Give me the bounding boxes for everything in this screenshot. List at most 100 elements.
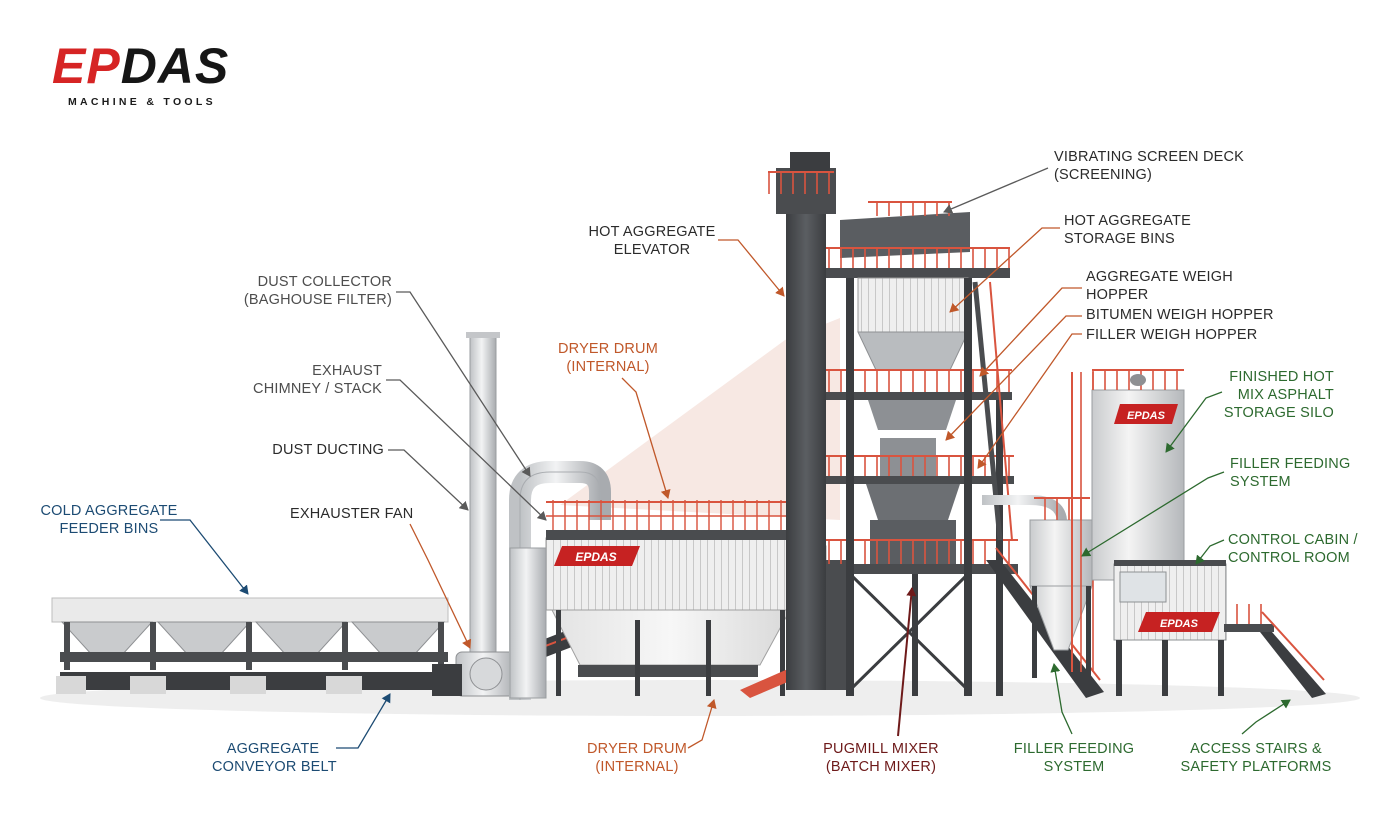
label-dust-collector: DUST COLLECTOR (BAGHOUSE FILTER) — [230, 273, 392, 309]
label-line: DUST DUCTING — [272, 442, 384, 458]
label-line: CONTROL ROOM — [1228, 550, 1350, 566]
label-line: CONVEYOR BELT — [212, 759, 337, 775]
label-filler-feeding-right: FILLER FEEDING SYSTEM — [1230, 455, 1350, 491]
label-bitumen-weigh: BITUMEN WEIGH HOPPER — [1086, 306, 1274, 324]
label-vibrating-screen: VIBRATING SCREEN DECK (SCREENING) — [1054, 148, 1244, 184]
label-line: DRYER DRUM — [557, 341, 659, 357]
label-line: SYSTEM — [1230, 474, 1291, 490]
label-line: FEEDER BINS — [59, 521, 159, 537]
label-line: ELEVATOR — [613, 242, 691, 258]
leader-agg-weigh — [979, 287, 1082, 377]
badge-baghouse: EPDAS — [554, 546, 640, 566]
label-conveyor-belt: AGGREGATE CONVEYOR BELT — [212, 740, 337, 776]
label-line: STORAGE SILO — [1223, 405, 1334, 421]
leader-dryer-bottom — [687, 699, 717, 749]
leader-control-cabin — [1195, 539, 1225, 565]
badge-baghouse-text: EPDAS — [575, 550, 616, 564]
badge-cabin-text: EPDAS — [1160, 618, 1199, 630]
label-line: AGGREGATE WEIGH — [1086, 269, 1233, 285]
label-line: CONTROL CABIN / — [1228, 532, 1358, 548]
epdas-logo: EPDAS MACHINE & TOOLS — [52, 40, 272, 110]
label-finished-silo: FINISHED HOT MIX ASPHALT STORAGE SILO — [1206, 368, 1334, 422]
leader-conveyor-belt — [336, 693, 391, 749]
label-line: VIBRATING SCREEN DECK — [1054, 149, 1245, 165]
label-line: PUGMILL MIXER — [823, 741, 939, 757]
leader-vibrating-screen — [943, 167, 1049, 214]
badge-silo-text: EPDAS — [1127, 410, 1166, 422]
label-dryer-drum-bottom: DRYER DRUM (INTERNAL) — [578, 740, 696, 776]
label-line: SAFETY PLATFORMS — [1180, 759, 1332, 775]
label-line: FILLER FEEDING — [1013, 741, 1135, 757]
label-line: DRYER DRUM — [586, 741, 688, 757]
leader-filler-weigh — [977, 333, 1082, 469]
chimney-cap — [466, 332, 500, 338]
label-line: SYSTEM — [1043, 759, 1105, 775]
label-line: (BAGHOUSE FILTER) — [243, 292, 392, 308]
label-line: (INTERNAL) — [595, 759, 679, 775]
leader-cold-feeder — [160, 519, 249, 595]
hma-storage-silo: EPDAS — [1071, 369, 1185, 672]
label-line: FILLER FEEDING — [1230, 456, 1351, 472]
label-pugmill: PUGMILL MIXER (BATCH MIXER) — [812, 740, 950, 776]
leader-dust-collector — [396, 291, 531, 477]
logo-tagline: MACHINE & TOOLS — [68, 96, 216, 108]
logo-das: DAS — [120, 38, 230, 94]
leader-filler-right — [1081, 471, 1225, 557]
leader-exhauster-fan — [409, 523, 472, 649]
label-line: ACCESS STAIRS & — [1190, 741, 1322, 757]
leader-pugmill — [897, 587, 917, 737]
logo-ep: EP — [52, 38, 121, 94]
leader-exhaust-chimney — [386, 379, 547, 521]
label-line: HOT AGGREGATE — [588, 224, 716, 240]
leader-filler-bottom — [1050, 663, 1073, 735]
hot-elevator — [768, 152, 850, 690]
label-line: (INTERNAL) — [566, 359, 650, 375]
logo-wordmark: EPDAS — [52, 40, 229, 92]
label-filler-weigh: FILLER WEIGH HOPPER — [1086, 326, 1257, 344]
main-tower — [826, 201, 1104, 698]
duct-outline — [519, 471, 601, 700]
leader-bitumen-weigh — [945, 315, 1082, 441]
label-line: (SCREENING) — [1054, 167, 1153, 183]
leader-dryer-top — [621, 377, 671, 499]
label-line: EXHAUST — [312, 363, 382, 379]
label-access-stairs: ACCESS STAIRS & SAFETY PLATFORMS — [1178, 740, 1334, 776]
leader-dust-ducting — [388, 449, 469, 511]
label-cold-feeder: COLD AGGREGATE FEEDER BINS — [30, 502, 188, 538]
cold-feeder-bins — [51, 597, 452, 694]
label-line: MIX ASPHALT — [1237, 387, 1334, 403]
label-line: STORAGE BINS — [1064, 231, 1175, 247]
label-line: FILLER WEIGH HOPPER — [1086, 327, 1258, 343]
leader-hma-silo — [1165, 391, 1223, 453]
label-dust-ducting: DUST DUCTING — [232, 441, 384, 459]
label-line: BITUMEN WEIGH HOPPER — [1086, 307, 1274, 323]
label-control-cabin: CONTROL CABIN / CONTROL ROOM — [1228, 531, 1358, 567]
exhaust-chimney — [469, 333, 497, 695]
leader-hot-elevator — [718, 239, 785, 297]
leader-lines — [160, 167, 1291, 749]
label-line: AGGREGATE — [226, 741, 320, 757]
label-line: FINISHED HOT — [1229, 369, 1334, 385]
label-exhaust-chimney: EXHAUST CHIMNEY / STACK — [230, 362, 382, 398]
label-dryer-drum-top: DRYER DRUM (INTERNAL) — [548, 340, 668, 376]
label-exhauster-fan: EXHAUSTER FAN — [290, 505, 413, 523]
label-line: HOPPER — [1086, 287, 1149, 303]
baghouse-housing — [509, 500, 827, 699]
exhauster-fan — [432, 651, 517, 697]
label-filler-feeding-bottom: FILLER FEEDING SYSTEM — [1006, 740, 1142, 776]
label-line: (BATCH MIXER) — [825, 759, 937, 775]
label-line: CHIMNEY / STACK — [253, 381, 382, 397]
label-hot-storage-bins: HOT AGGREGATE STORAGE BINS — [1064, 212, 1191, 248]
label-hot-elevator: HOT AGGREGATE ELEVATOR — [586, 223, 718, 259]
label-line: HOT AGGREGATE — [1064, 213, 1191, 229]
leader-hot-bins — [949, 227, 1060, 313]
label-line: DUST COLLECTOR — [257, 274, 392, 290]
label-line: EXHAUSTER FAN — [290, 506, 414, 522]
leader-access-stairs — [1241, 699, 1291, 735]
label-aggregate-weigh: AGGREGATE WEIGH HOPPER — [1086, 268, 1233, 304]
label-line: COLD AGGREGATE — [40, 503, 178, 519]
control-cabin: EPDAS — [1113, 560, 1326, 698]
dryer-cutaway-shade — [560, 318, 840, 520]
